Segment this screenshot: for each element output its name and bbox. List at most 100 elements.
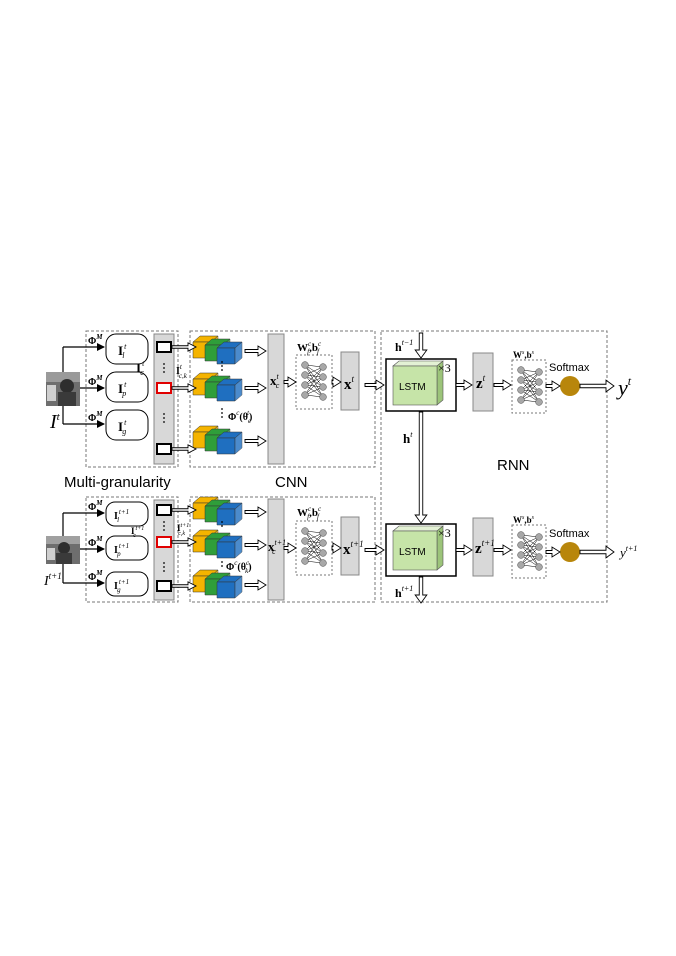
crop-box-bottom-local bbox=[105, 501, 149, 527]
cnn-stack-top-k bbox=[192, 372, 243, 402]
fc-connection bbox=[520, 381, 540, 401]
input-image-top bbox=[46, 372, 80, 406]
cnn-stack-bottom-n bbox=[192, 569, 243, 599]
crop-box-top-local bbox=[105, 333, 149, 365]
fused-feature-bar-top bbox=[340, 351, 360, 411]
fc-connection bbox=[520, 371, 540, 401]
cnn-stack-top-n bbox=[192, 425, 243, 455]
flow-arrow bbox=[414, 332, 428, 359]
lstm-cell-bottom bbox=[392, 525, 444, 571]
output-label-bottom: yt+1 bbox=[618, 544, 637, 560]
flow-arrow bbox=[414, 411, 428, 524]
fc-neuron bbox=[319, 539, 327, 547]
crop-item-bottom-n bbox=[156, 580, 172, 592]
fc-neuron bbox=[517, 386, 525, 394]
fc-connection bbox=[304, 532, 324, 552]
fc-connection bbox=[520, 536, 540, 566]
fc-neuron bbox=[319, 559, 327, 567]
fc-neuron bbox=[535, 378, 543, 386]
cnn-layer-front-face bbox=[216, 508, 236, 526]
fc-net-box-top bbox=[295, 354, 333, 410]
crop-item-top-1 bbox=[156, 341, 172, 353]
fc-neuron bbox=[535, 553, 543, 561]
lstm-repeat-top: ×3 bbox=[438, 361, 451, 375]
cnn-box-top bbox=[189, 330, 376, 468]
crop-item-bottom-1 bbox=[156, 504, 172, 516]
flow-arrow bbox=[171, 342, 197, 352]
flow-arrow bbox=[579, 545, 615, 559]
flow-arrow bbox=[455, 379, 473, 391]
rnn-params-label-top: Ws,bs bbox=[513, 350, 535, 360]
flow-arrow bbox=[171, 505, 197, 515]
rnn-fc-net-bottom bbox=[517, 531, 543, 571]
crop-item-top-k bbox=[156, 382, 172, 394]
input-image-bottom bbox=[46, 536, 80, 564]
flow-arrow bbox=[283, 376, 297, 388]
fc-neuron bbox=[517, 531, 525, 539]
rnn-title: RNN bbox=[497, 457, 530, 474]
fc-neuron bbox=[319, 363, 327, 371]
flow-arrow bbox=[545, 380, 561, 392]
cnn-stack-bottom-k bbox=[192, 529, 243, 559]
input-label-bottom: It+1 bbox=[43, 571, 62, 589]
fc-neuron bbox=[319, 383, 327, 391]
fused-label-top: xt bbox=[344, 374, 355, 393]
flow-arrow bbox=[244, 382, 267, 394]
flow-arrow bbox=[364, 544, 385, 556]
fc-neuron bbox=[301, 537, 309, 545]
flow-arrow bbox=[493, 379, 512, 391]
softmax-node-bottom bbox=[560, 542, 580, 562]
cnn-stack-bottom-1 bbox=[192, 496, 243, 526]
cnn-layer-side-face bbox=[234, 535, 243, 559]
softmax-node-top bbox=[560, 376, 580, 396]
z-bar-bottom bbox=[472, 517, 494, 577]
crop-stack-top bbox=[153, 333, 175, 465]
cnn-layer-front-face bbox=[216, 437, 236, 455]
cnn-layer-front-face bbox=[216, 347, 236, 365]
lstm-label-top: LSTM bbox=[399, 382, 426, 393]
crop-box-top-part bbox=[105, 371, 149, 403]
fc-connection bbox=[304, 366, 324, 386]
fc-neuron bbox=[319, 393, 327, 401]
flow-arrow bbox=[244, 345, 267, 357]
hidden-in-label: ht−1 bbox=[395, 338, 413, 354]
multi-granularity-box-top bbox=[85, 330, 179, 468]
z-label-bottom: zt+1 bbox=[475, 538, 495, 557]
fc-neuron bbox=[535, 368, 543, 376]
lstm-cell-top bbox=[392, 360, 444, 406]
flow-arrow bbox=[545, 546, 561, 558]
fused-feature-bar-bottom bbox=[340, 516, 360, 576]
phi-label-top-3: ΦM bbox=[88, 410, 103, 424]
lstm-label-bottom: LSTM bbox=[399, 547, 426, 558]
fc-neuron bbox=[535, 398, 543, 406]
hollow-arrows bbox=[171, 332, 615, 604]
cnn-layer-front-face bbox=[216, 581, 236, 599]
flow-arrow bbox=[455, 544, 473, 556]
fc-connection bbox=[520, 536, 540, 556]
fc-neuron bbox=[535, 533, 543, 541]
fc-neuron bbox=[319, 549, 327, 557]
cnn-layer-side-face bbox=[234, 341, 243, 365]
crop-box-bottom-global bbox=[105, 571, 149, 597]
fc-neuron bbox=[319, 529, 327, 537]
rnn-fc-net-top bbox=[517, 366, 543, 406]
flow-arrow bbox=[331, 542, 342, 554]
flow-arrow bbox=[244, 579, 267, 591]
cnn-layer-side-face bbox=[234, 502, 243, 526]
crop-stack-bottom bbox=[153, 499, 175, 601]
flow-arrow bbox=[244, 506, 267, 518]
fc-neuron bbox=[517, 551, 525, 559]
crop-box-top-global bbox=[105, 409, 149, 441]
cnn-layer-side-face bbox=[234, 431, 243, 455]
branch-lines-top bbox=[62, 343, 105, 428]
